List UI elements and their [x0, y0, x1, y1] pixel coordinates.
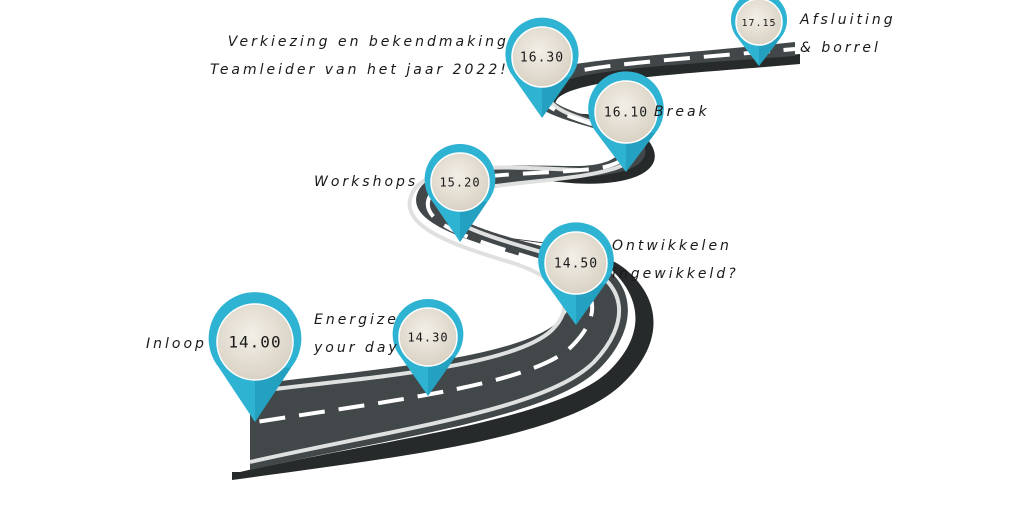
label-afsluiting: Afsluiting & borrel: [800, 6, 896, 62]
label-line: ingewikkeld?: [612, 266, 739, 282]
label-line: Afsluiting: [800, 12, 896, 28]
map-pin-icon: 15.20: [424, 143, 496, 242]
label-line: Energize: [314, 312, 399, 328]
pin-shade: [428, 356, 456, 396]
pin-time-label: 14.00: [228, 333, 281, 352]
pin-face: [216, 303, 294, 381]
map-pin-icon: 16.10: [588, 71, 664, 172]
label-workshops: Workshops: [314, 168, 418, 196]
pin-time-label: 16.10: [604, 106, 648, 121]
pin-time-label: 16.30: [520, 51, 564, 66]
map-pin-icon: 14.00: [208, 292, 302, 422]
label-line: Inloop: [146, 336, 207, 352]
pin-shade: [542, 77, 571, 118]
label-line: Verkiezing en bekendmaking: [227, 34, 509, 50]
label-inloop: Inloop: [146, 330, 207, 358]
label-line: Break: [654, 104, 710, 120]
label-line: Workshops: [314, 174, 419, 190]
pin-shade: [576, 283, 606, 325]
pin-face: [398, 307, 458, 367]
pin-face: [544, 231, 608, 295]
label-line: Ontwikkelen: [612, 238, 732, 254]
pins-layer: 14.00 14.30 14.50 15.20 16.10 16.30 17.15: [208, 0, 788, 422]
pin-time-label: 15.20: [439, 176, 480, 190]
map-pin-icon: 14.30: [392, 298, 464, 396]
pin-shade: [460, 201, 488, 242]
pin-time-label: 17.15: [741, 18, 776, 29]
pin-time-label: 14.30: [407, 331, 448, 345]
label-energize: Energize your day: [314, 306, 400, 362]
label-line: your day: [314, 340, 400, 356]
label-verkiezing: Verkiezing en bekendmaking Teamleider va…: [210, 28, 509, 84]
label-line: & borrel: [800, 40, 881, 56]
map-pin-icon: 14.50: [538, 222, 614, 325]
pin-shade: [255, 367, 292, 422]
label-break: Break: [654, 98, 710, 126]
pin-face: [594, 80, 658, 144]
label-ontwikkelen: Ontwikkelen ingewikkeld?: [612, 232, 739, 288]
map-pin-icon: 16.30: [505, 17, 579, 118]
pin-face: [735, 0, 783, 46]
pin-face: [430, 152, 490, 212]
map-pin-icon: 17.15: [730, 0, 788, 66]
label-line: Teamleider van het jaar 2022!: [210, 62, 509, 78]
pin-time-label: 14.50: [554, 257, 598, 272]
pin-face: [511, 26, 573, 88]
